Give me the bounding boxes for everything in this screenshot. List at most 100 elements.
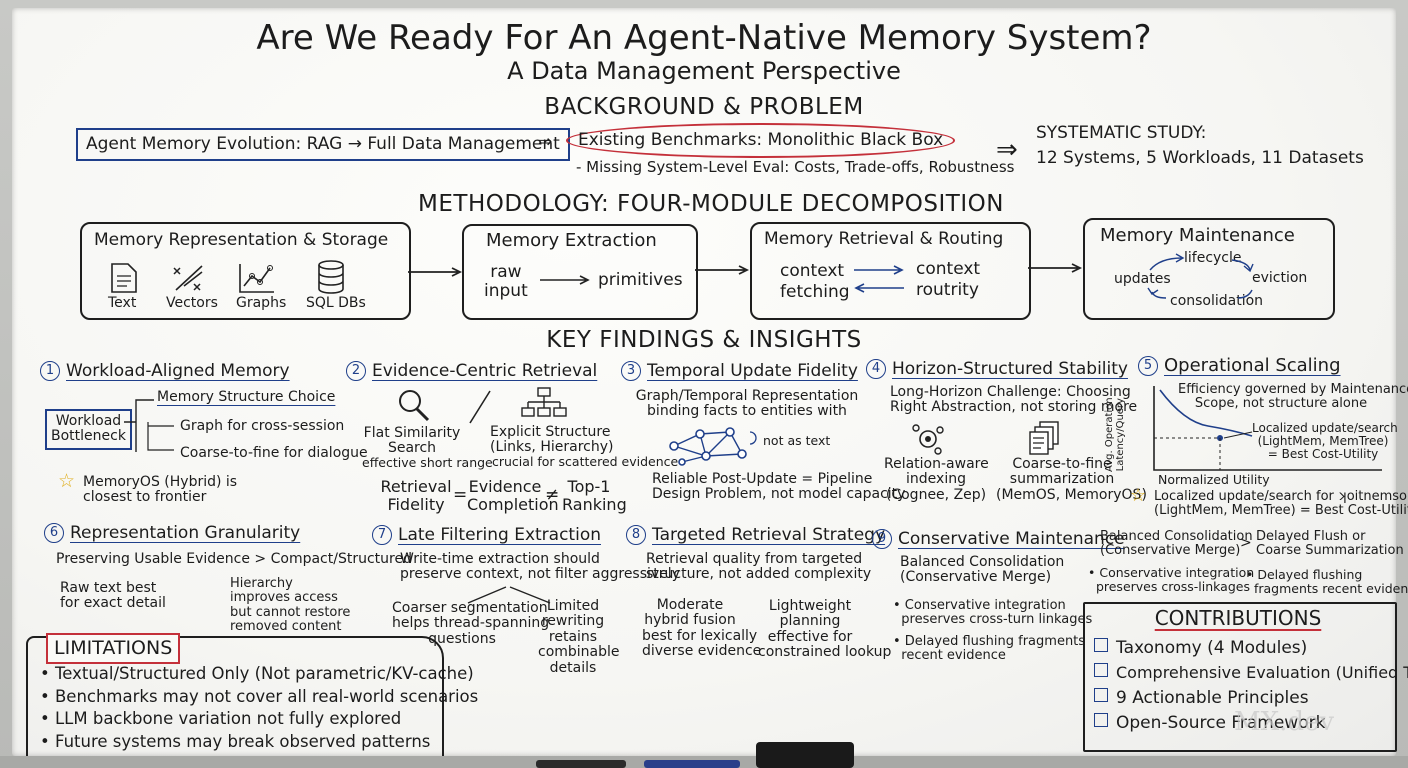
- lifecycle: lifecycle: [1184, 250, 1242, 266]
- context-right-1: context: [916, 259, 981, 279]
- raw-input: raw input: [484, 262, 528, 301]
- checkbox-icon: [1094, 663, 1108, 677]
- memoryos-note: MemoryOS (Hybrid) is closest to frontier: [83, 474, 238, 506]
- relation-aware: Relation-aware indexing (Cognee, Zep): [884, 456, 989, 503]
- updates: updates: [1114, 271, 1171, 287]
- scaling-star-note: Localized update/search for ʞoitnemso (L…: [1154, 489, 1408, 519]
- context-right-2: routrity: [916, 280, 979, 300]
- targeted-desc: Retrieval quality from targeted structur…: [646, 551, 872, 583]
- preserving-evidence: Preserving Usable Evidence > Compact/Str…: [56, 551, 412, 567]
- finding-5-title: 5 Operational Scaling: [1138, 356, 1341, 376]
- coarse-fine-dialogue: Coarse-to-fine for dialogue: [180, 445, 368, 461]
- finding-8-number: 8: [626, 525, 646, 545]
- limited-rewriting: Limited rewriting retains combinable det…: [538, 598, 620, 676]
- module-maintenance: [1083, 218, 1335, 320]
- sql-label: SQL DBs: [306, 295, 366, 311]
- contributions-box: [1083, 602, 1397, 752]
- magnifier-icon: [399, 390, 430, 422]
- right-conservative: • Conservative integration preserves cro…: [1088, 565, 1255, 594]
- text-label: Text: [108, 295, 137, 311]
- checkbox-icon: [1094, 713, 1108, 727]
- graph-chart-icon: [239, 264, 274, 293]
- scaling-curve-chart: [1153, 386, 1382, 471]
- finding-4-title-text: Horizon-Structured Stability: [892, 359, 1128, 379]
- stacked-docs-icon: [1029, 421, 1059, 455]
- subtitle: A Data Management Perspective: [507, 57, 901, 85]
- right-balanced: Balanced Consolidation (Conservative Mer…: [1100, 529, 1253, 559]
- finding-8-title-text: Targeted Retrieval Strategy: [652, 525, 886, 545]
- vectors-label: Vectors: [166, 295, 218, 311]
- module-arrow-2: [695, 265, 750, 275]
- finding-3-title-text: Temporal Update Fidelity: [647, 361, 858, 381]
- right-delayed-flushing: • Delayed flushing fragments recent evid…: [1246, 567, 1408, 596]
- module-representation: [80, 222, 411, 320]
- finding-2-title: 2 Evidence-Centric Retrieval: [346, 361, 597, 381]
- vectors-icon: [173, 265, 203, 291]
- watermark: MX.dev: [1234, 707, 1335, 737]
- document-icon: [111, 263, 137, 293]
- explicit-structure: Explicit Structure (Links, Hierarchy): [490, 424, 614, 456]
- scaling-xlabel: Normalized Utility: [1158, 472, 1270, 487]
- consolidation: consolidation: [1170, 293, 1264, 309]
- explicit-note: crucial for scattered evidence: [492, 454, 679, 469]
- finding-2-number: 2: [346, 361, 366, 381]
- limitation-4: • Future systems may break observed patt…: [40, 732, 431, 751]
- equals-sign: =: [453, 485, 468, 505]
- checkbox-icon: [1094, 638, 1108, 652]
- finding-5-title-text: Operational Scaling: [1164, 355, 1341, 376]
- background-heading: BACKGROUND & PROBLEM: [544, 94, 864, 120]
- finding-9-number: 9: [872, 529, 892, 549]
- context-left-1: context: [780, 261, 845, 281]
- limitation-1: • Textual/Structured Only (Not parametri…: [40, 664, 474, 683]
- contribution-4: Open-Source Framework: [1094, 713, 1325, 733]
- module-arrow-3: [1028, 263, 1083, 273]
- contribution-1: Taxonomy (4 Modules): [1094, 638, 1307, 658]
- finding-3-title: 3 Temporal Update Fidelity: [621, 361, 858, 381]
- finding-3-number: 3: [621, 361, 641, 381]
- hierarchy-note: Hierarchy improves access but cannot res…: [230, 576, 351, 634]
- scaling-star-icon: ☆: [1130, 485, 1147, 506]
- context-left-2: fetching: [780, 282, 850, 302]
- checkbox-icon: [1094, 688, 1108, 702]
- contributions-title: CONTRIBUTIONS: [1083, 607, 1393, 629]
- module-extraction: [462, 224, 698, 320]
- primitives: primitives: [598, 270, 683, 290]
- contribution-2-text: Comprehensive Evaluation (Unified Testbe…: [1116, 663, 1408, 682]
- contribution-4-text: Open-Source Framework: [1116, 713, 1326, 733]
- retrieval-fidelity: Retrieval Fidelity: [380, 477, 452, 514]
- scaling-note: Localized update/search (LightMem, MemTr…: [1252, 421, 1398, 462]
- eraser: [756, 742, 854, 768]
- evolution-box: Agent Memory Evolution: RAG → Full Data …: [76, 128, 570, 161]
- coarser-segmentation: Coarser segmentation helps thread-spanni…: [392, 600, 550, 647]
- memory-structure-choice: Memory Structure Choice: [157, 389, 336, 405]
- right-delayed-flush: Delayed Flush or Coarse Summarization: [1256, 529, 1404, 559]
- finding-5-number: 5: [1138, 356, 1158, 376]
- moderate-fusion: Moderate hybrid fusion best for lexicall…: [642, 597, 762, 660]
- finding-4-title: 4 Horizon-Structured Stability: [866, 359, 1128, 379]
- finding-8-title: 8 Targeted Retrieval Strategy: [626, 525, 885, 545]
- finding-4-number: 4: [866, 359, 886, 379]
- gt-sign: >: [1240, 535, 1252, 551]
- scaling-ylabel: Avg. Operation Latency/Query: [1104, 397, 1126, 472]
- lifecycle-cycle-arrows: [1147, 253, 1254, 299]
- finding-7-number: 7: [372, 525, 392, 545]
- contribution-1-text: Taxonomy (4 Modules): [1116, 638, 1308, 658]
- finding-2-title-text: Evidence-Centric Retrieval: [372, 361, 598, 381]
- finding-6-number: 6: [44, 523, 64, 543]
- limitation-3: • LLM backbone variation not fully explo…: [40, 709, 402, 728]
- balanced-consolidation: Balanced Consolidation (Conservative Mer…: [900, 554, 1065, 586]
- arrow-2: ⇒: [996, 135, 1018, 165]
- workload-bottleneck: Workload Bottleneck: [45, 409, 132, 450]
- delayed-flushing: • Delayed flushing fragments recent evid…: [893, 634, 1086, 664]
- star-icon: ☆: [58, 470, 76, 492]
- finding-7-title-text: Late Filtering Extraction: [398, 525, 601, 545]
- horizon-desc: Long-Horizon Challenge: Choosing Right A…: [890, 384, 1138, 416]
- evidence-completion: Evidence Completion: [467, 477, 559, 514]
- finding-7-title: 7 Late Filtering Extraction: [372, 525, 601, 545]
- marker-black: [536, 760, 626, 768]
- benchmarks-oval: Existing Benchmarks: Monolithic Black Bo…: [566, 123, 956, 158]
- database-icon: [318, 260, 344, 294]
- entity-graph-icon: [669, 427, 757, 466]
- flat-note: effective short range: [362, 455, 493, 470]
